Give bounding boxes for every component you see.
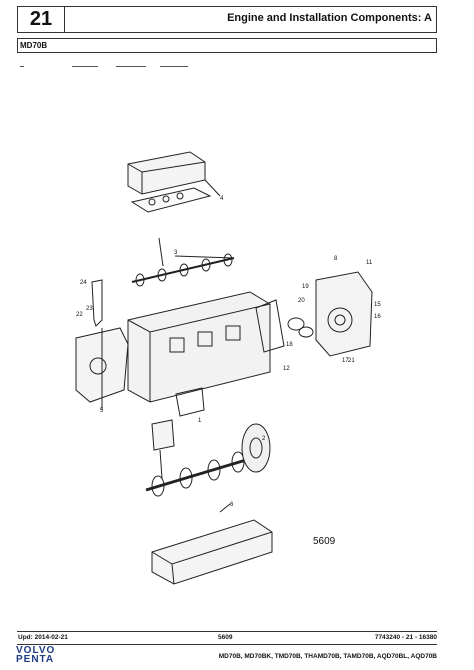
callout-5: 5 [100,408,104,414]
oil-sump [151,519,273,585]
figure-number: 5609 [313,536,336,547]
section-number: 21 [18,7,65,32]
divider [160,66,188,67]
callout-17: 17 [342,358,349,364]
callout-15: 15 [374,302,381,308]
engine-block [127,291,271,403]
callout-8: 8 [334,256,338,262]
divider [20,66,24,67]
volvo-penta-logo: VOLVO PENTA [16,645,56,665]
callout-12: 12 [283,366,290,372]
callout-4: 4 [220,196,224,202]
callout-1: 1 [198,418,202,424]
footer-divider [17,644,437,645]
page-title: Engine and Installation Components: A [227,12,432,24]
callout-21: 21 [348,358,355,364]
crankshaft [145,458,247,492]
flywheel-housing [315,271,373,357]
exploded-parts-drawing: 4 3 24 23 22 5 1 2 6 8 11 12 15 16 17 18… [75,151,381,585]
page-code: 5609 [218,634,233,641]
head-gasket [130,187,212,213]
callout-23: 23 [86,306,93,312]
page-header: 21 Engine and Installation Components: A [17,6,437,33]
document-reference: 7743240 - 21 - 16380 [374,634,437,641]
model-list: MD70B, MD70BK, TMD70B, THAMD70B, TAMD70B… [218,653,437,660]
divider [72,66,98,67]
camshaft [131,257,235,283]
callout-2: 2 [262,436,266,442]
callout-19: 19 [302,284,309,290]
callout-6: 6 [230,502,234,508]
piston [151,419,175,451]
callout-24: 22 [76,312,83,318]
divider [116,66,146,67]
callout-22: 24 [80,280,87,286]
oil-strainer [175,387,205,417]
model-label: MD70B [17,38,437,53]
update-date: Upd: 2014-02-21 [18,634,68,641]
footer-divider [17,631,437,632]
callout-20: 20 [298,298,305,304]
callout-16: 16 [374,314,381,320]
callout-11: 11 [366,260,373,266]
callout-3: 3 [174,250,178,256]
callout-18: 18 [286,342,293,348]
flywheel [241,423,271,473]
